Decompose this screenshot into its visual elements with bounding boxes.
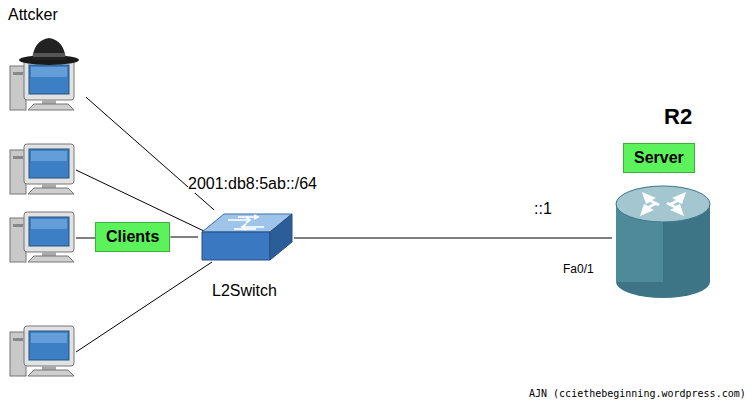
server-box: Server xyxy=(623,143,695,173)
wire xyxy=(76,238,95,239)
address-label: ::1 xyxy=(534,200,552,218)
watermark: AJN (cciethebeginning.wordpress.com) xyxy=(529,388,746,399)
network-link xyxy=(294,238,612,239)
interface-label: Fa0/1 xyxy=(563,262,594,276)
router: R2 xyxy=(612,162,714,302)
node-label: Attcker xyxy=(8,6,58,24)
subnet-label: 2001:db8:5ab::/64 xyxy=(188,175,317,193)
node-label: L2Switch xyxy=(212,282,277,300)
network-link xyxy=(170,237,198,238)
router-icon xyxy=(612,162,714,302)
attacker-pc: Attcker xyxy=(6,6,86,118)
l2-switch: L2Switch xyxy=(198,210,294,266)
client-pc xyxy=(10,144,74,194)
box-text: Clients xyxy=(106,228,159,246)
client-pc xyxy=(10,212,74,262)
clients-box: Clients xyxy=(95,222,170,252)
network-link xyxy=(86,97,214,210)
switch-icon xyxy=(198,210,294,266)
wire xyxy=(76,262,212,352)
box-text: Server xyxy=(634,149,684,167)
client-pc xyxy=(10,326,74,376)
node-label: R2 xyxy=(664,104,692,130)
